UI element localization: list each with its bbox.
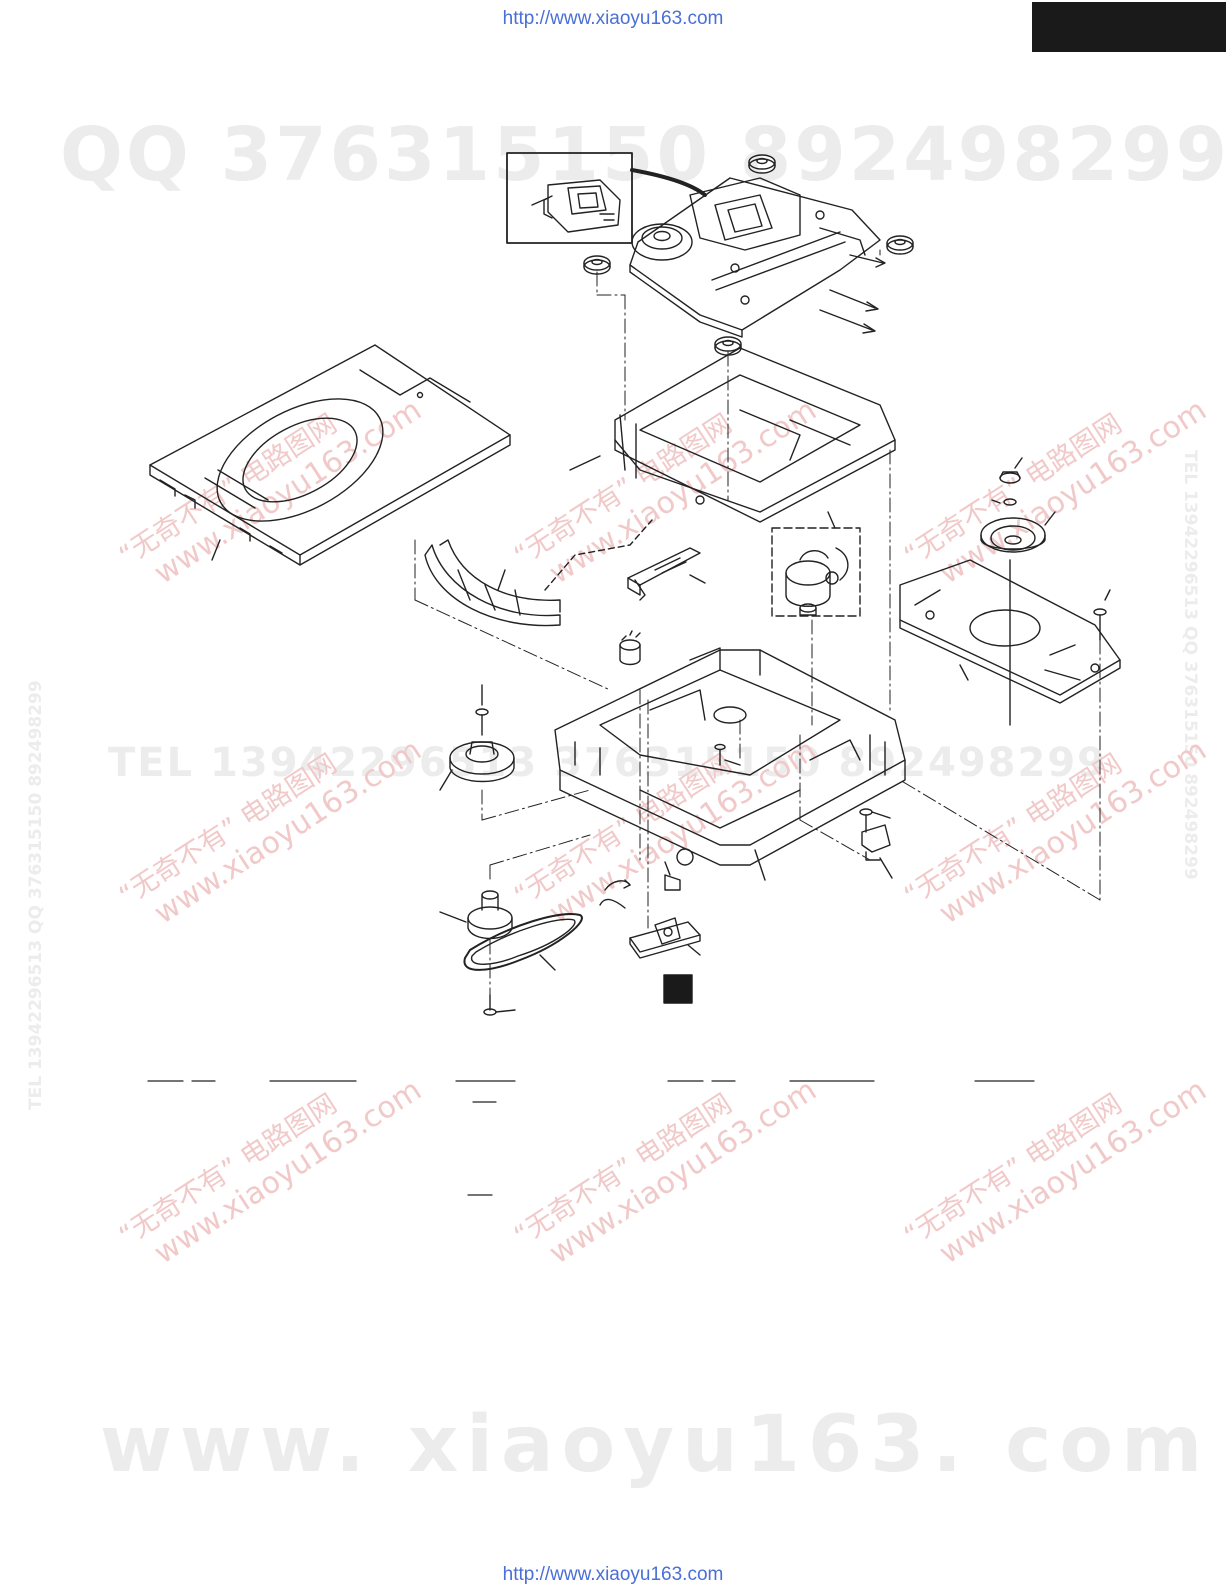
upper-frame	[569, 347, 896, 523]
screw-bottom	[483, 994, 516, 1016]
slide-lever	[627, 547, 706, 601]
screw-right	[1093, 589, 1111, 641]
rubber-damper-left	[583, 255, 611, 275]
screw-left	[475, 684, 489, 736]
main-chassis	[554, 647, 906, 881]
disc-clamper	[980, 511, 1056, 553]
traverse-mechanism	[629, 177, 881, 338]
screw-bracket	[859, 808, 891, 833]
small-gear	[619, 630, 641, 666]
watermark-qq: QQ 376315150 892498299	[60, 112, 1226, 198]
clamper-washer	[991, 498, 1017, 506]
clamper-magnet	[999, 457, 1023, 484]
watermark-site: www. xiaoyu163. com	[100, 1400, 1211, 1490]
rubber-damper-top	[748, 154, 776, 174]
footer-url[interactable]: http://www.xiaoyu163.com	[502, 1564, 724, 1585]
screw-center	[714, 743, 741, 766]
disc-tray	[149, 344, 511, 566]
rubber-damper-right	[886, 235, 914, 255]
drive-belt	[463, 913, 583, 971]
gear-pulley	[439, 741, 515, 791]
top-plate	[899, 559, 1121, 726]
page-corner-tab	[1032, 2, 1226, 52]
watermark-tel: TEL 13942296513 376315150 892498299	[108, 740, 1108, 786]
bracket	[861, 824, 893, 879]
loading-motor	[771, 511, 861, 617]
table-rule-marks	[147, 1080, 1035, 1196]
motor-pulley	[439, 890, 513, 940]
drive-cam	[424, 519, 653, 627]
switch-pcb	[599, 848, 701, 1004]
alignment-lines	[414, 249, 1101, 996]
direction-arrows	[819, 254, 886, 334]
header-url[interactable]: http://www.xiaoyu163.com	[502, 8, 724, 29]
